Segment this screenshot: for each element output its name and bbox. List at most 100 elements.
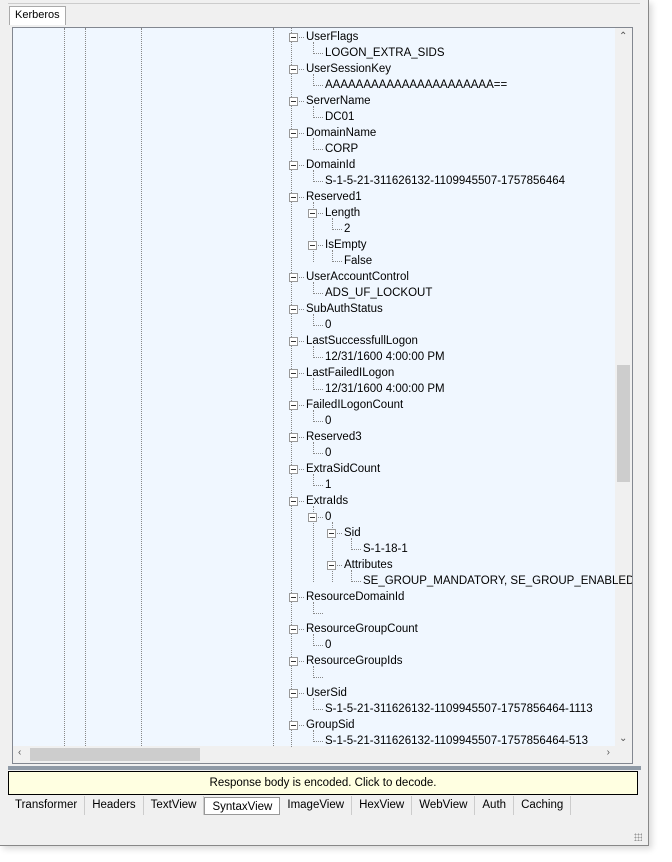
- tree-connector: [332, 229, 342, 230]
- tree-value: 2: [344, 223, 351, 235]
- tree-node[interactable]: UserAccountControl: [306, 271, 409, 283]
- collapse-icon[interactable]: [289, 305, 298, 314]
- horizontal-scrollbar[interactable]: ‹ ›: [13, 746, 632, 763]
- tree-connector: [313, 106, 314, 118]
- tree-node[interactable]: UserFlags: [306, 31, 359, 43]
- collapse-icon[interactable]: [289, 433, 298, 442]
- tree-connector: [299, 629, 304, 630]
- tree-node[interactable]: ResourceGroupCount: [306, 623, 418, 635]
- collapse-icon[interactable]: [289, 721, 298, 730]
- tree-connector: [299, 309, 304, 310]
- tree-node[interactable]: ExtraIds: [306, 495, 349, 507]
- splitter[interactable]: [8, 766, 641, 770]
- collapse-icon[interactable]: [289, 593, 298, 602]
- tab-transformer[interactable]: Transformer: [8, 796, 86, 815]
- scroll-up-icon[interactable]: ⌃: [619, 31, 628, 42]
- collapse-icon[interactable]: [289, 401, 298, 410]
- decode-notice-bar[interactable]: Response body is encoded. Click to decod…: [8, 771, 638, 795]
- tree-connector: [313, 282, 314, 294]
- tab-syntaxview[interactable]: SyntaxView: [204, 797, 281, 815]
- collapse-icon[interactable]: [289, 689, 298, 698]
- collapse-icon[interactable]: [289, 97, 298, 106]
- tree-connector: [318, 213, 323, 214]
- tree-value: 12/31/1600 4:00:00 PM: [325, 351, 445, 363]
- tree-node[interactable]: LastSuccessfullLogon: [306, 335, 418, 347]
- tree-connector: [332, 218, 333, 230]
- tree-connector: [299, 101, 304, 102]
- tree-value: DC01: [325, 111, 355, 123]
- collapse-icon[interactable]: [308, 513, 317, 522]
- tree-node[interactable]: DomainId: [306, 159, 356, 171]
- tree-connector: [299, 405, 304, 406]
- collapse-icon[interactable]: [327, 529, 336, 538]
- vertical-scroll-thumb[interactable]: [617, 365, 630, 482]
- horizontal-scroll-thumb[interactable]: [30, 748, 200, 761]
- tree-node[interactable]: Sid: [344, 527, 361, 539]
- tree-connector: [313, 42, 314, 54]
- tree-node[interactable]: SubAuthStatus: [306, 303, 383, 315]
- tree-node[interactable]: ServerName: [306, 95, 371, 107]
- scroll-down-icon[interactable]: ⌄: [619, 733, 628, 744]
- tree-node[interactable]: LastFailedILogon: [306, 367, 395, 379]
- collapse-icon[interactable]: [289, 129, 298, 138]
- collapse-icon[interactable]: [308, 209, 317, 218]
- scroll-right-icon[interactable]: ›: [606, 747, 610, 758]
- tree-node[interactable]: Attributes: [344, 559, 393, 571]
- resize-grip-icon[interactable]: [634, 833, 642, 841]
- tree-node[interactable]: GroupSid: [306, 719, 355, 731]
- tree-guide: [291, 28, 292, 747]
- tree-node[interactable]: Length: [325, 207, 361, 219]
- tree-value: False: [344, 255, 373, 267]
- vertical-scrollbar[interactable]: ⌃ ⌄: [615, 28, 632, 747]
- tree-node[interactable]: IsEmpty: [325, 239, 367, 251]
- collapse-icon[interactable]: [289, 273, 298, 282]
- collapse-icon[interactable]: [327, 561, 336, 570]
- tree-node[interactable]: UserSid: [306, 687, 347, 699]
- tree-connector: [313, 666, 314, 678]
- collapse-icon[interactable]: [289, 337, 298, 346]
- collapse-icon[interactable]: [289, 625, 298, 634]
- tree-connector: [313, 421, 323, 422]
- tree-node[interactable]: ExtraSidCount: [306, 463, 381, 475]
- tree-node[interactable]: 0: [325, 511, 332, 523]
- tab-webview[interactable]: WebView: [412, 796, 476, 815]
- tree-value: 12/31/1600 4:00:00 PM: [325, 383, 445, 395]
- tree-value: S-1-5-21-311626132-1109945507-1757856464…: [325, 703, 593, 715]
- collapse-icon[interactable]: [289, 497, 298, 506]
- tree-connector: [313, 346, 314, 358]
- tree-node[interactable]: Reserved1: [306, 191, 362, 203]
- tab-auth[interactable]: Auth: [475, 796, 515, 815]
- tree-value: 1: [325, 479, 332, 491]
- tree-node[interactable]: Reserved3: [306, 431, 362, 443]
- tree-node[interactable]: DomainName: [306, 127, 377, 139]
- tree-node[interactable]: ResourceDomainId: [306, 591, 405, 603]
- collapse-icon[interactable]: [289, 657, 298, 666]
- tab-caching[interactable]: Caching: [514, 796, 572, 815]
- tree-connector: [313, 357, 323, 358]
- tree-node[interactable]: UserSessionKey: [306, 63, 392, 75]
- scroll-left-icon[interactable]: ‹: [18, 747, 22, 758]
- tab-hexview[interactable]: HexView: [352, 796, 413, 815]
- tab-imageview[interactable]: ImageView: [280, 796, 353, 815]
- collapse-icon[interactable]: [308, 241, 317, 250]
- collapse-icon[interactable]: [289, 193, 298, 202]
- tree-value: AAAAAAAAAAAAAAAAAAAAAA==: [325, 79, 508, 91]
- tree-connector: [299, 725, 304, 726]
- collapse-icon[interactable]: [289, 465, 298, 474]
- tree-connector: [351, 538, 352, 550]
- tree-connector: [313, 74, 314, 86]
- tree-connector: [313, 741, 323, 742]
- collapse-icon[interactable]: [289, 33, 298, 42]
- tab-headers[interactable]: Headers: [85, 796, 144, 815]
- tree-value: 0: [325, 447, 332, 459]
- tab-kerberos[interactable]: Kerberos: [9, 6, 66, 25]
- collapse-icon[interactable]: [289, 369, 298, 378]
- tab-textview[interactable]: TextView: [144, 796, 205, 815]
- tree-connector: [313, 474, 314, 486]
- collapse-icon[interactable]: [289, 161, 298, 170]
- tree-node[interactable]: ResourceGroupIds: [306, 655, 403, 667]
- tree-node[interactable]: FailedILogonCount: [306, 399, 404, 411]
- collapse-icon[interactable]: [289, 65, 298, 74]
